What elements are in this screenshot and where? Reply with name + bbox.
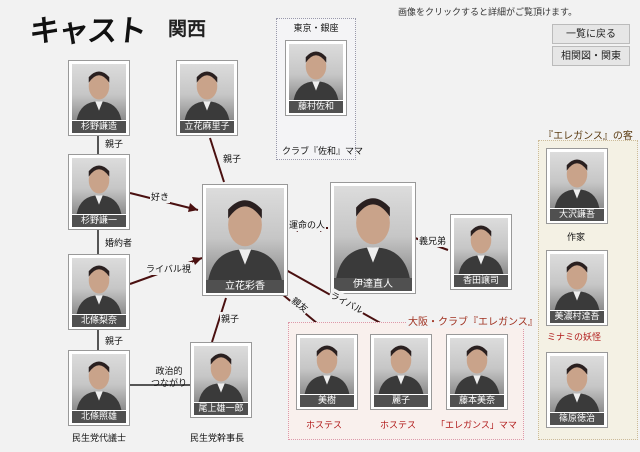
cast-role: 民生党幹事長	[190, 434, 245, 444]
cast-card-sugino-kenzo[interactable]: 杉野謙造	[68, 60, 130, 136]
cast-name: 杉野謙一	[72, 215, 126, 227]
tokyo-group-label: 東京・銀座	[293, 24, 339, 34]
cast-role: 「エレガンス」ママ	[436, 421, 517, 431]
portrait-photo	[72, 158, 126, 214]
portrait-photo	[194, 346, 248, 402]
cast-name: 立花麻里子	[180, 121, 234, 133]
cast-card-tachibana-mariko[interactable]: 立花麻里子	[176, 60, 238, 136]
relation-label-parent-child: 親子	[105, 337, 124, 347]
cast-card-hojo-rina[interactable]: 北條梨奈	[68, 254, 130, 330]
cast-role: クラブ『佐和』ママ	[282, 147, 364, 157]
region-title: 関西	[168, 18, 207, 40]
cast-card-miki[interactable]: 美樹	[296, 334, 358, 410]
kanto-chart-button[interactable]: 相関図・関東	[552, 46, 630, 66]
cast-name: 杉野謙造	[72, 121, 126, 133]
cast-role: 民生党代議士	[72, 434, 127, 444]
click-instruction: 画像をクリックすると詳細がご覧頂けます。	[398, 8, 578, 18]
relation-label-fate: 運命の人	[288, 218, 327, 231]
relation-label-rival-view: ライバル視	[145, 262, 192, 275]
cast-name: 尾上雄一郎	[194, 403, 248, 415]
cast-name: 藤本美奈	[450, 395, 504, 407]
portrait-photo	[450, 338, 504, 394]
portrait-photo	[300, 338, 354, 394]
cast-role: ミナミの妖怪	[547, 333, 602, 343]
relation-label-political: 政治的 つながり	[150, 367, 187, 389]
cast-card-kagawa-kenji[interactable]: 香田譲司	[450, 214, 512, 290]
cast-card-sugino-kenichi[interactable]: 杉野謙一	[68, 154, 130, 230]
cast-card-fujimoto-mina[interactable]: 藤本美奈	[446, 334, 508, 410]
osaka-group-label: 大阪・クラブ『エレガンス』	[406, 313, 540, 328]
cast-card-onoue-yuichiro[interactable]: 尾上雄一郎	[190, 342, 252, 418]
cast-card-shinohara-tokuji[interactable]: 篠原徳治	[546, 352, 608, 428]
cast-name: 篠原徳治	[550, 413, 604, 425]
cast-card-hojo-teruo[interactable]: 北條照雄	[68, 350, 130, 426]
portrait-photo	[550, 254, 604, 310]
cast-card-fujimura-sawa[interactable]: 藤村佐和	[285, 40, 347, 116]
cast-role: ホステス	[380, 421, 417, 431]
cast-name: 立花彩香	[206, 280, 284, 293]
cast-card-date-naoto[interactable]: 伊達直人	[330, 182, 416, 294]
portrait-photo	[289, 44, 343, 100]
cast-name: 美樹	[300, 395, 354, 407]
portrait-photo	[206, 188, 284, 280]
cast-name: 大沢謙吾	[550, 209, 604, 221]
relation-label-parent-child: 親子	[220, 312, 241, 325]
back-to-list-button[interactable]: 一覧に戻る	[552, 24, 630, 44]
guest-group-label: 『エレガンス』の客	[543, 131, 633, 142]
relation-label-parent-child: 親子	[222, 152, 243, 165]
portrait-photo	[180, 64, 234, 120]
cast-card-tachibana-ayaka[interactable]: 立花彩香	[202, 184, 288, 296]
cast-card-osawa-kengo[interactable]: 大沢謙吾	[546, 148, 608, 224]
portrait-photo	[72, 64, 126, 120]
cast-card-minomura[interactable]: 美濃村達吾	[546, 250, 608, 326]
portrait-photo	[334, 186, 412, 278]
cast-name: 藤村佐和	[289, 101, 343, 113]
relation-label-parent-child: 親子	[105, 140, 124, 150]
cast-role: 作家	[567, 233, 586, 243]
page-title: キャスト	[27, 14, 148, 49]
portrait-photo	[550, 152, 604, 208]
cast-name: 北條梨奈	[72, 315, 126, 327]
portrait-photo	[454, 218, 508, 274]
portrait-photo	[374, 338, 428, 394]
cast-name: 麗子	[374, 395, 428, 407]
cast-name: 伊達直人	[334, 278, 412, 291]
relation-label-brother-in-law: 義兄弟	[418, 234, 448, 247]
relation-label-love: 好き	[150, 190, 171, 203]
portrait-photo	[550, 356, 604, 412]
relation-label-fiancee: 婚約者	[105, 239, 133, 249]
cast-role: ホステス	[306, 421, 343, 431]
cast-name: 北條照雄	[72, 411, 126, 423]
cast-name: 香田譲司	[454, 275, 508, 287]
cast-name: 美濃村達吾	[550, 311, 604, 323]
portrait-photo	[72, 258, 126, 314]
portrait-photo	[72, 354, 126, 410]
cast-card-reiko[interactable]: 麗子	[370, 334, 432, 410]
